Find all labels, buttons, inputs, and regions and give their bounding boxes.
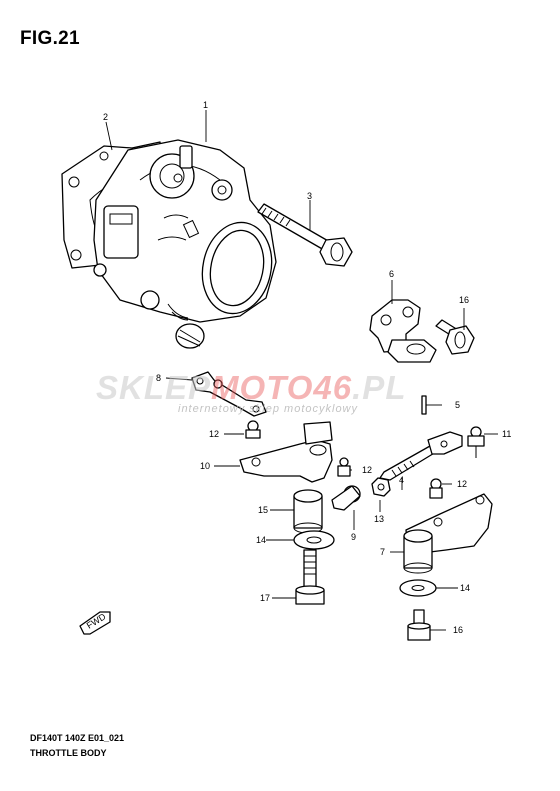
long-bolt-part bbox=[257, 203, 353, 267]
callout-14-right: 14 bbox=[460, 583, 470, 593]
callout-7: 7 bbox=[380, 547, 385, 557]
washer-right-part bbox=[399, 579, 437, 597]
callout-10: 10 bbox=[200, 461, 210, 471]
callout-4: 4 bbox=[399, 475, 404, 485]
ball-stud-right-part bbox=[429, 478, 443, 499]
watermark-logo: SKLEPMOTO46.PL bbox=[96, 369, 406, 407]
collar-part bbox=[293, 489, 323, 534]
leader-lines bbox=[105, 110, 498, 631]
pin-part bbox=[421, 395, 427, 415]
callout-13: 13 bbox=[374, 514, 384, 524]
bracket-part bbox=[369, 299, 437, 363]
nut-part bbox=[371, 477, 391, 497]
bolt-part bbox=[295, 549, 325, 605]
callout-3: 3 bbox=[307, 191, 312, 201]
link-rod-part bbox=[191, 371, 267, 417]
model-code: DF140T 140Z E01_021 bbox=[30, 733, 125, 743]
stud-part bbox=[467, 426, 485, 458]
callout-12-middle: 12 bbox=[362, 465, 372, 475]
watermark-tagline: internetowy sklep motocyklowy bbox=[178, 403, 359, 415]
lever-arm-part bbox=[403, 493, 493, 574]
callout-labels: 1 2 3 4 5 6 7 8 9 10 11 12 12 12 13 14 1… bbox=[103, 100, 511, 635]
watermark-brand-a: SKLEP bbox=[96, 369, 212, 406]
flange-bolt-lower-part bbox=[407, 609, 431, 641]
callout-11: 11 bbox=[502, 429, 511, 439]
footer: DF140T 140Z E01_021 THROTTLE BODY bbox=[30, 731, 124, 761]
forward-arrow-icon bbox=[79, 611, 111, 635]
callout-12-right: 12 bbox=[457, 479, 467, 489]
diagram-caption: THROTTLE BODY bbox=[30, 748, 107, 758]
callout-2: 2 bbox=[103, 112, 108, 122]
watermark-brand-b: MOTO bbox=[211, 369, 314, 406]
callout-16-upper: 16 bbox=[459, 295, 469, 305]
callout-14-left: 14 bbox=[256, 535, 266, 545]
throttle-body-part bbox=[93, 139, 277, 349]
watermark-brand-d: .PL bbox=[352, 369, 407, 406]
callout-9: 9 bbox=[351, 532, 356, 542]
ball-stud-left-part bbox=[245, 420, 261, 439]
figure-title: FIG.21 bbox=[20, 28, 80, 49]
callout-15: 15 bbox=[258, 505, 268, 515]
ball-socket-part bbox=[331, 485, 361, 511]
callout-12-left: 12 bbox=[209, 429, 219, 439]
callout-5: 5 bbox=[455, 400, 460, 410]
callout-1: 1 bbox=[203, 100, 208, 110]
callout-6: 6 bbox=[389, 269, 394, 279]
callout-17: 17 bbox=[260, 593, 270, 603]
callout-16-lower: 16 bbox=[453, 625, 463, 635]
flange-bolt-upper-part bbox=[435, 319, 475, 355]
watermark-brand-c: 46 bbox=[313, 369, 353, 406]
callout-8: 8 bbox=[156, 373, 161, 383]
adjuster-rod-part bbox=[379, 431, 463, 481]
washer-left-part bbox=[293, 530, 335, 550]
lever-part bbox=[239, 421, 333, 483]
ball-stud-middle-part bbox=[337, 457, 351, 477]
